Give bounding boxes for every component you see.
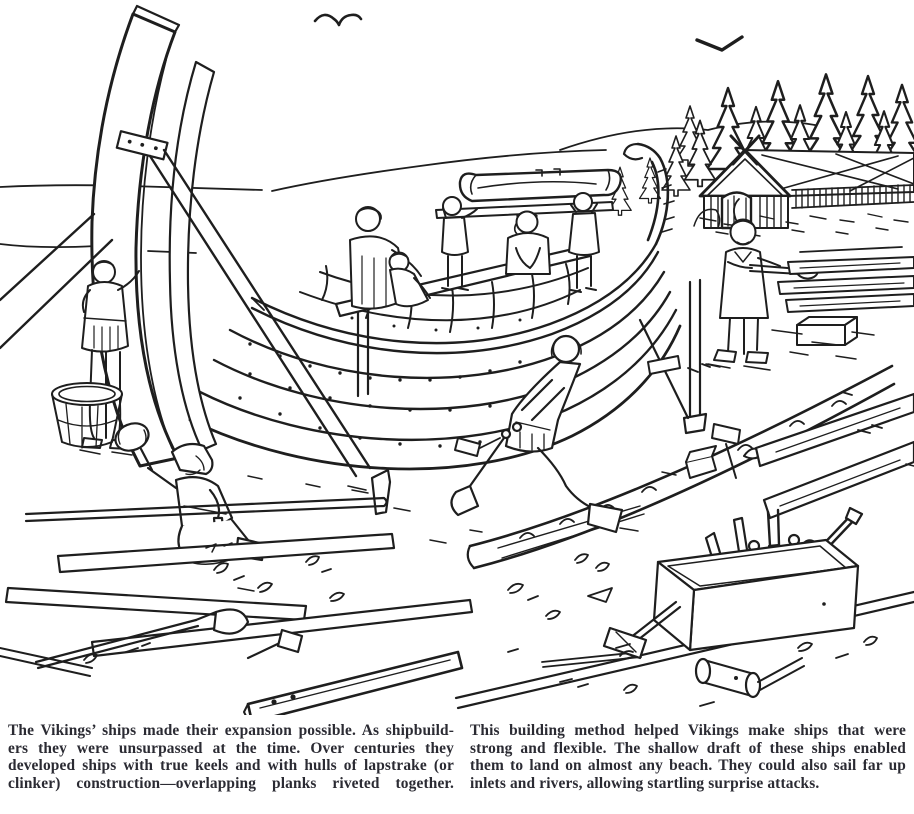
wood-shavings — [83, 363, 883, 707]
caption-line: strong and flexible. The shallow draft o… — [470, 739, 906, 757]
rivet-dots — [238, 316, 532, 448]
worker-standing-mallet — [707, 218, 819, 371]
prow-struts — [0, 212, 114, 350]
caption-right: This building method helped Vikings make… — [470, 722, 906, 792]
stern-post — [622, 142, 675, 246]
caption-left: The Vikings’ ships made their expansion … — [8, 722, 454, 792]
log-accessories — [454, 355, 764, 479]
caption-line: clinker) construction—overlapping planks… — [8, 774, 454, 792]
ship-hull — [188, 242, 682, 471]
diagonal-boards-right — [754, 392, 914, 520]
adze-tool — [34, 608, 250, 670]
bird-icon — [313, 13, 363, 27]
worker-in-ship — [505, 210, 551, 275]
worker-axe-hewing — [450, 334, 896, 570]
caption-line: developed ships with true keels and with… — [8, 757, 454, 775]
storage-box — [796, 316, 858, 346]
bucket — [51, 382, 123, 449]
hills — [271, 120, 831, 192]
bottom-plank — [243, 650, 464, 715]
viking-shipyard-illustration — [0, 4, 914, 715]
bird-icon — [695, 35, 744, 52]
worker-beam-carriers — [435, 168, 622, 293]
carried-keel-piece — [458, 168, 622, 203]
caption-line: inlets and rivers, allowing startling su… — [470, 774, 820, 792]
caption-line: This building method helped Vikings make… — [470, 722, 906, 739]
longhouse — [693, 134, 914, 230]
prow-support-beam — [148, 148, 372, 478]
hewing-log — [466, 364, 896, 570]
work-plank — [0, 496, 474, 677]
caption-line: The Vikings’ ships made their expansion … — [8, 722, 454, 739]
ship-under-construction — [188, 142, 708, 516]
hammer-tool — [246, 628, 304, 660]
caption-columns: The Vikings’ ships made their expansion … — [0, 715, 914, 792]
ground-marks — [237, 363, 914, 592]
ship-prow-timber — [0, 4, 372, 478]
cylinder-mallet — [694, 657, 805, 699]
toolbox — [652, 506, 864, 652]
caption-line: ers they were unsurpassed at the time. O… — [8, 739, 454, 757]
ship-supports — [347, 278, 708, 516]
fence — [699, 184, 914, 237]
plank-stack-right — [771, 246, 914, 360]
caption-line: them to land on almost any beach. They c… — [470, 757, 906, 775]
sledge-hammer — [602, 600, 682, 660]
